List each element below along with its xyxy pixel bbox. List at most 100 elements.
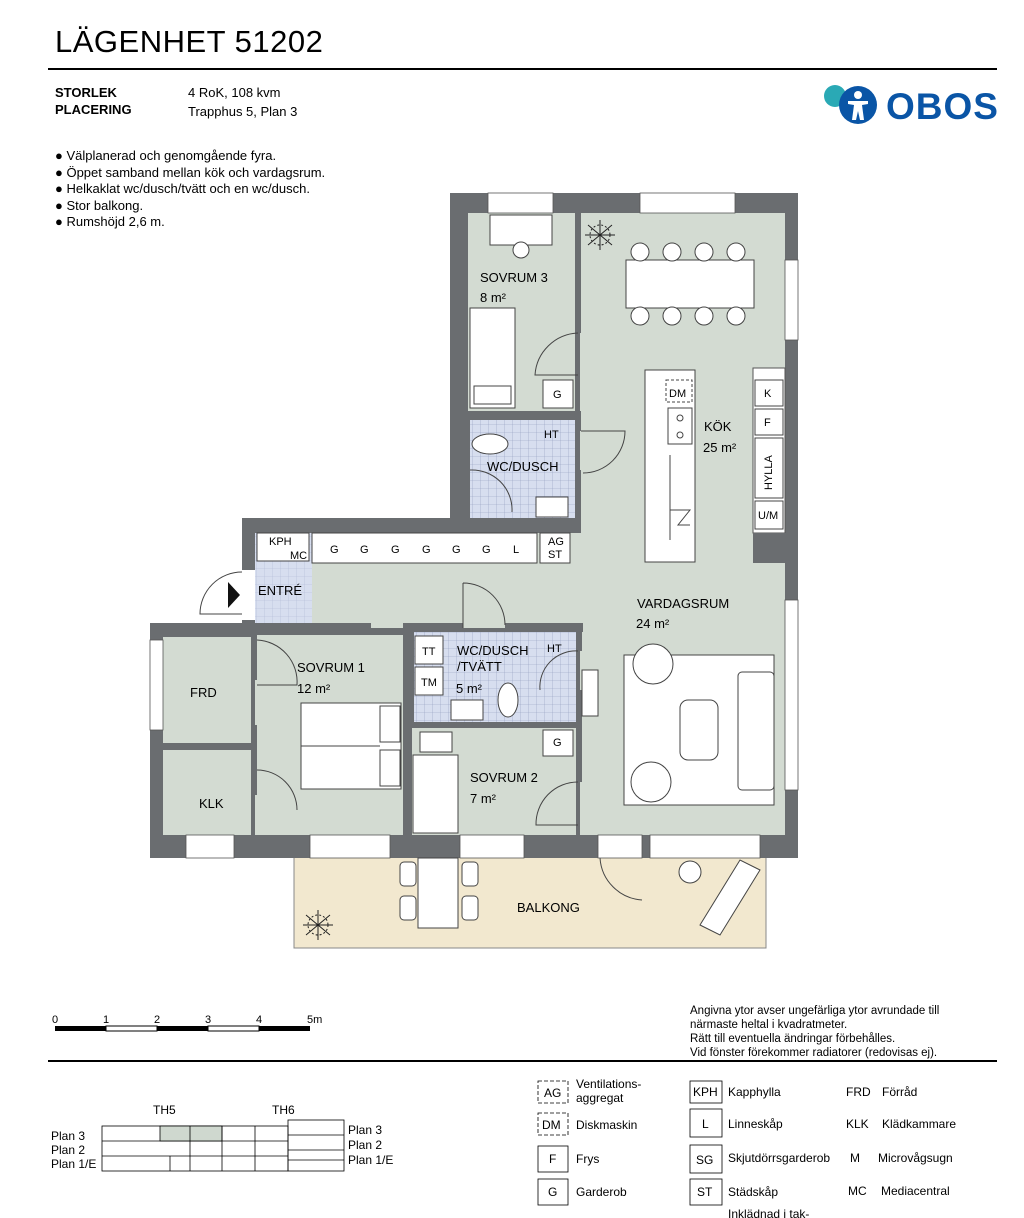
legend-code: F (549, 1152, 556, 1166)
room-area: 12 m² (297, 681, 331, 696)
level-label: Plan 1/E (51, 1157, 96, 1171)
dining-table (625, 259, 755, 309)
fixture-label: G (422, 544, 431, 556)
fixture-label: G (391, 544, 400, 556)
fixture-label: KPH (269, 536, 292, 548)
scale-tick: 5m (307, 1014, 322, 1026)
placement-label: PLACERING (55, 102, 132, 117)
note-line: Vid fönster förekommer radiatorer (redov… (690, 1047, 938, 1059)
legend-code: DM (542, 1118, 561, 1132)
fixture-label: U/M (758, 510, 778, 522)
key-plan: TH5 TH6 Plan 3 Plan 2 Plan 1/E Plan 3 Pl… (51, 1103, 393, 1172)
room-label: WC/DUSCH (487, 459, 559, 474)
stair-label: TH6 (272, 1103, 295, 1117)
window (639, 192, 736, 214)
sofa (737, 671, 775, 791)
page-title: LÄGENHET 51202 (55, 24, 324, 59)
room-area: 5 m² (456, 681, 483, 696)
fixture-label: F (764, 417, 771, 429)
legend-code: G (548, 1185, 557, 1199)
fixture-label: HT (544, 429, 559, 441)
window (487, 192, 554, 214)
fixture-label: DM (669, 388, 686, 400)
fixture-label: HYLLA (763, 454, 775, 490)
legend-text: Garderob (576, 1185, 627, 1199)
room-label: FRD (190, 685, 217, 700)
fixture-label: G (452, 544, 461, 556)
room-area: 25 m² (703, 440, 737, 455)
legend-text: Städskåp (728, 1185, 778, 1199)
legend-code: SG (696, 1153, 713, 1167)
room-label: /TVÄTT (457, 659, 502, 674)
legend-code: L (702, 1117, 709, 1131)
room-area: 8 m² (480, 290, 507, 305)
feature-item: ● Öppet samband mellan kök och vardagsru… (55, 164, 326, 180)
fixture-label: TM (421, 677, 437, 689)
legend-text: Frys (576, 1152, 599, 1166)
legend-text: aggregat (576, 1091, 624, 1105)
fixture-label: K (764, 388, 772, 400)
fixture-label: AG (548, 536, 564, 548)
legend-text: Microvågsugn (878, 1151, 953, 1165)
title-rule (48, 68, 997, 70)
note-line: närmaste heltal i kvadratmeter. (690, 1019, 848, 1031)
legend-text: Klädkammare (882, 1117, 956, 1131)
armchair (630, 761, 672, 803)
window (149, 639, 164, 731)
legend-text: Ventilations- (576, 1077, 641, 1091)
window (784, 599, 799, 791)
feature-item: ● Helkaklat wc/dusch/tvätt och en wc/dus… (55, 181, 310, 196)
room-label: WC/DUSCH (457, 643, 529, 658)
scale-bar: 0 1 2 3 4 5m (52, 1014, 322, 1032)
window (185, 834, 235, 859)
legend-text: Inklädnad i tak- (728, 1207, 809, 1218)
scale-tick: 1 (103, 1014, 109, 1026)
room-label: SOVRUM 2 (470, 770, 538, 785)
room-area: 7 m² (470, 791, 497, 806)
frd-floor (163, 637, 251, 743)
size-label: STORLEK (55, 85, 117, 100)
balcony-door (597, 834, 643, 859)
armchair (632, 643, 674, 685)
plant-icon (303, 910, 333, 940)
feature-item: ● Stor balkong. (55, 197, 144, 213)
feature-list: ● Välplanerad och genomgående fyra. ● Öp… (55, 148, 325, 231)
footer-rule (48, 1060, 997, 1062)
legend-text: Kapphylla (728, 1085, 781, 1099)
fixture-label: G (553, 737, 562, 749)
room-label: VARDAGSRUM (637, 596, 729, 611)
notes: Angivna ytor avser ungefärliga ytor avru… (690, 1004, 939, 1060)
legend: AG Ventilations- aggregat DM Diskmaskin … (537, 1077, 956, 1218)
window (309, 834, 391, 859)
legend-text: Förråd (882, 1085, 917, 1099)
fixture-label: HT (547, 643, 562, 655)
legend-code: FRD (846, 1085, 871, 1099)
klk-floor (163, 750, 251, 835)
legend-text: Diskmaskin (576, 1118, 637, 1132)
fixture-label: G (360, 544, 369, 556)
fixture-label: MC (290, 550, 307, 562)
level-label: Plan 2 (348, 1138, 382, 1152)
scale-tick: 4 (256, 1014, 262, 1026)
fixture-label: ST (548, 549, 562, 561)
room-label: KLK (199, 796, 224, 811)
room-area: 24 m² (636, 616, 670, 631)
plant-icon (585, 220, 615, 250)
placement-value: Trapphus 5, Plan 3 (188, 104, 298, 119)
level-label: Plan 3 (348, 1123, 382, 1137)
legend-code: KLK (846, 1117, 869, 1131)
legend-code: MC (848, 1184, 867, 1198)
room-label: SOVRUM 3 (480, 270, 548, 285)
legend-code: AG (544, 1086, 561, 1100)
legend-code: KPH (693, 1085, 718, 1099)
stair-label: TH5 (153, 1103, 176, 1117)
legend-text: Mediacentral (881, 1184, 950, 1198)
window (459, 834, 525, 859)
fixture-label: G (330, 544, 339, 556)
entrance-arrow-icon (228, 582, 240, 608)
room-label: KÖK (704, 419, 732, 434)
feature-item: ● Rumshöjd 2,6 m. (55, 214, 165, 229)
room-label: SOVRUM 1 (297, 660, 365, 675)
fixture-label: G (482, 544, 491, 556)
level-label: Plan 3 (51, 1129, 85, 1143)
